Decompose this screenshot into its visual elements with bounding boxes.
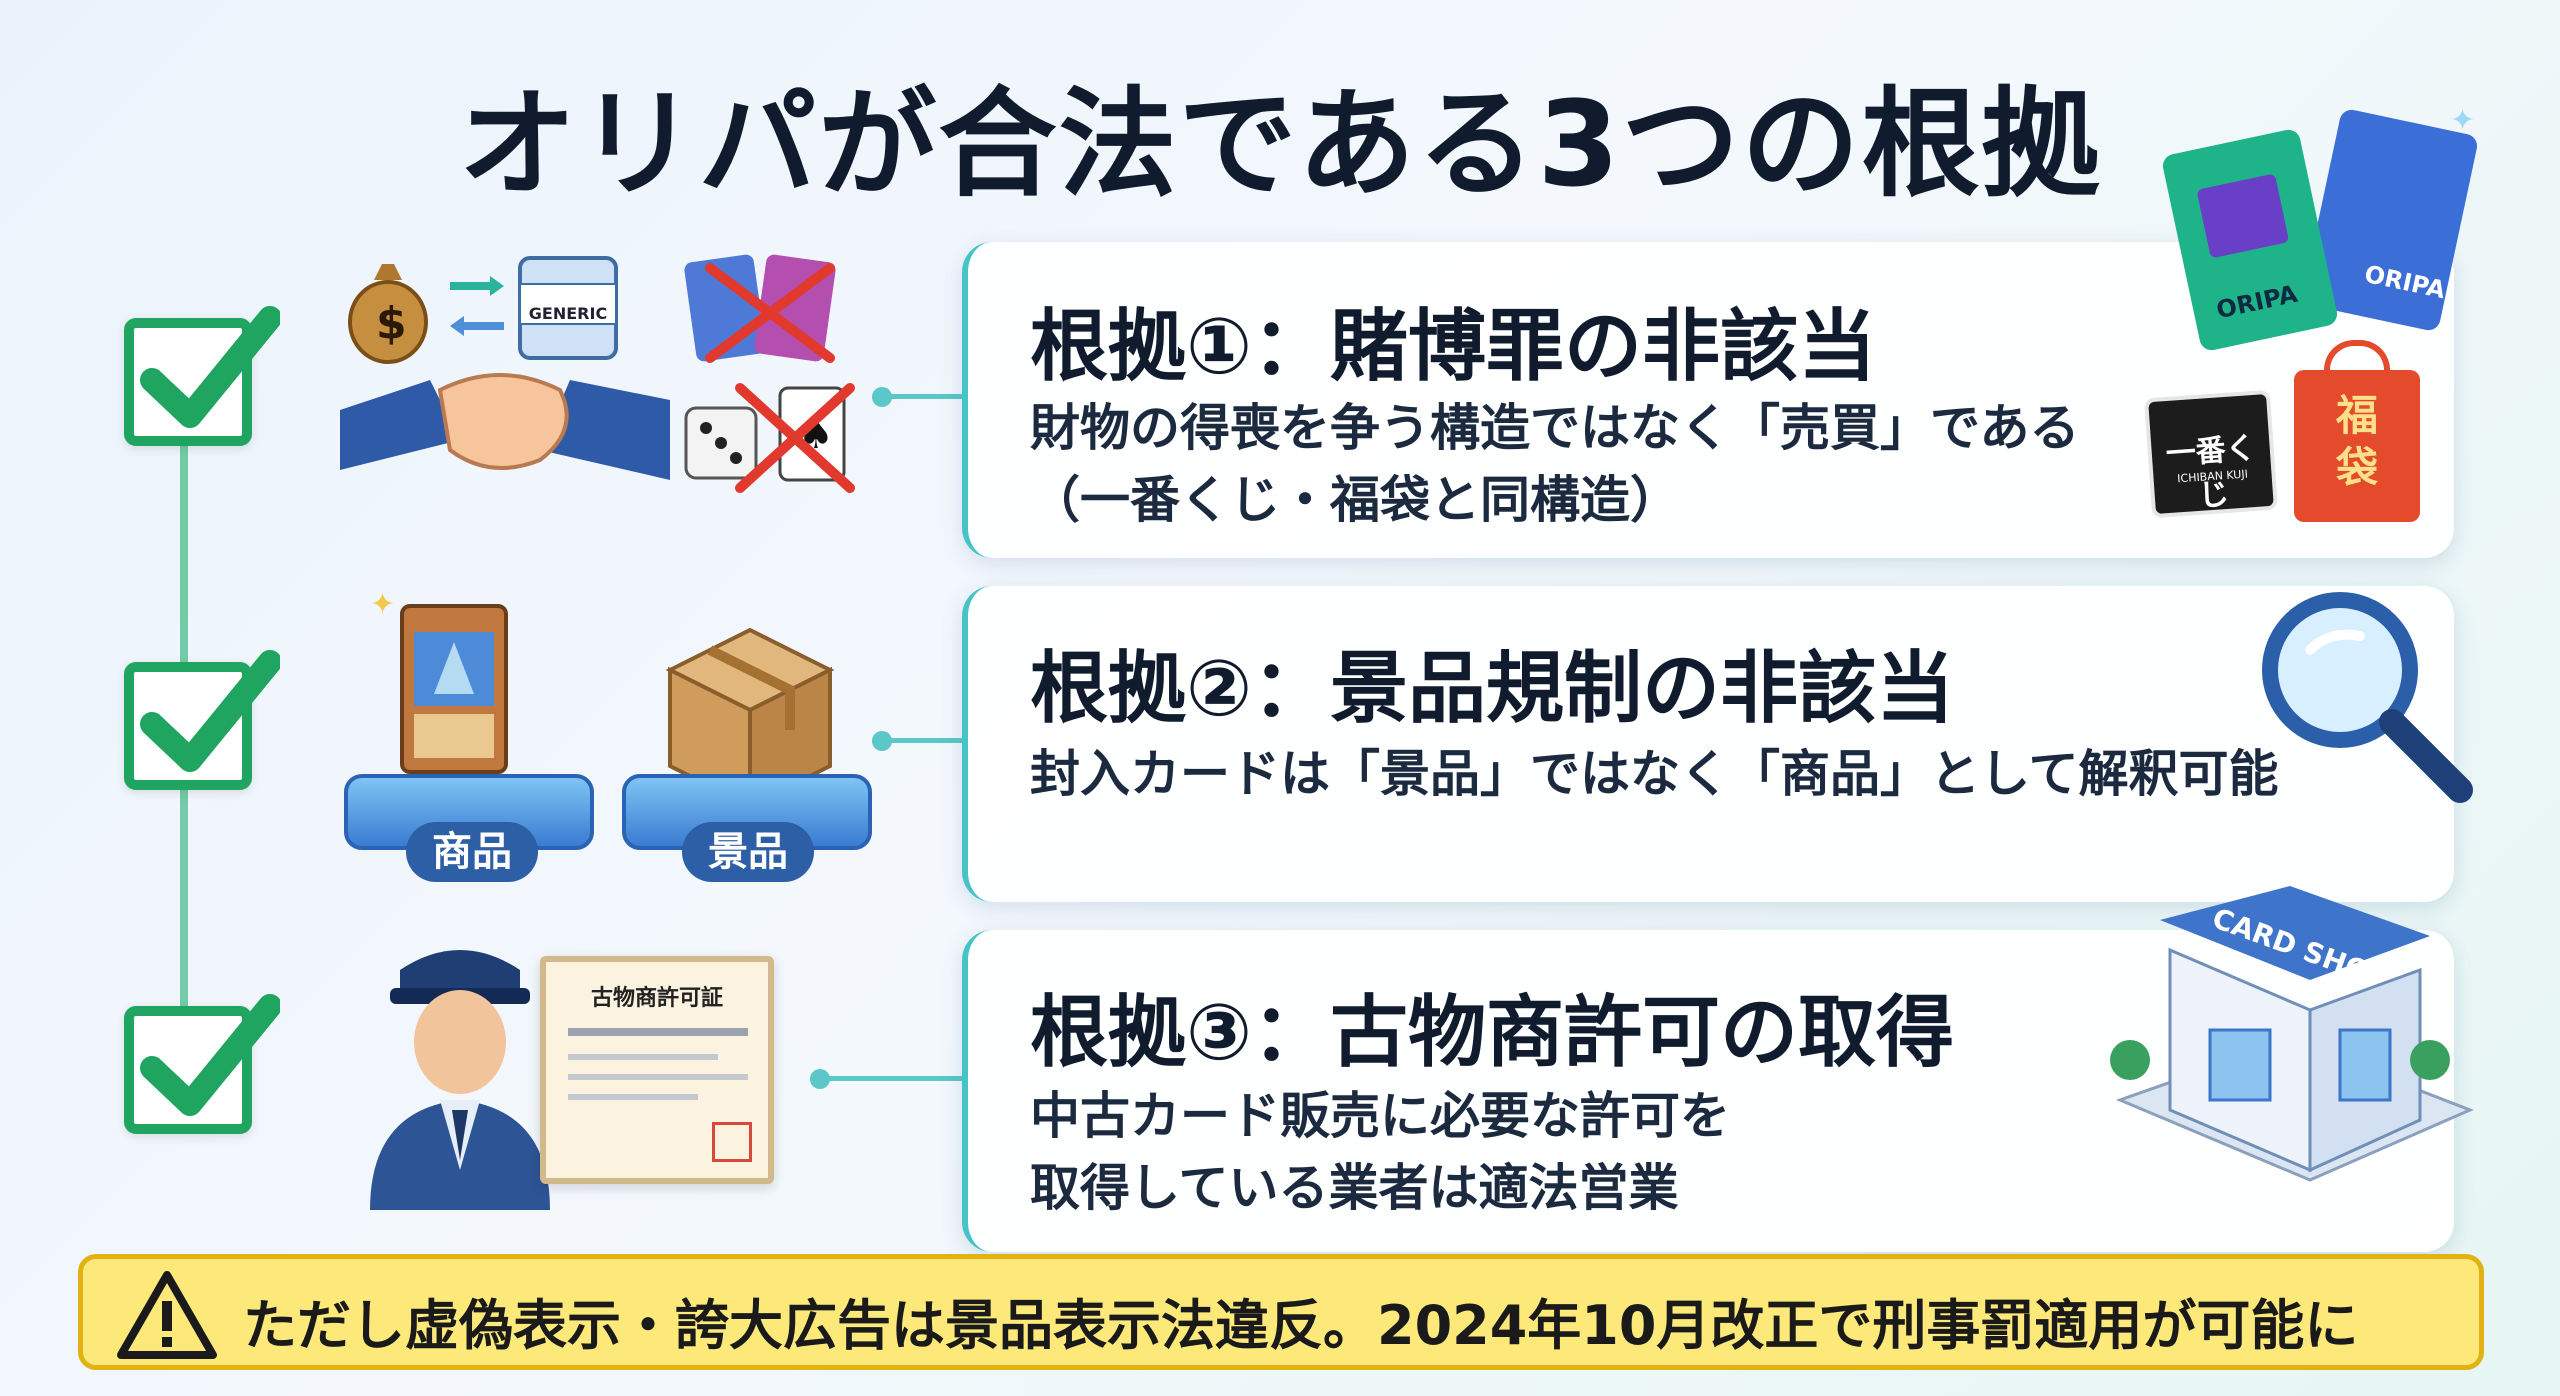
cardboard-box-icon <box>640 610 860 824</box>
oripa-packs-icon: ✦ ORIPA ORIPA <box>2150 100 2490 364</box>
reason-card-2: 根拠②：景品規制の非該当 封入カードは「景品」ではなく「商品」として解釈可能 <box>962 586 2454 902</box>
officer-icon <box>360 930 560 1214</box>
svg-text:✦: ✦ <box>2450 103 2475 138</box>
connector-line <box>818 1076 966 1081</box>
connector-line <box>880 738 966 743</box>
reason-3-heading: 根拠③：古物商許可の取得 <box>1030 988 1955 1078</box>
page-title: オリパが合法である3つの根拠 <box>458 75 2102 213</box>
reason-2-text: 封入カードは「景品」ではなく「商品」として解釈可能 <box>1030 745 2279 803</box>
trading-card-icon: ✦ <box>362 586 532 800</box>
reason-1-text: 財物の得喪を争う構造ではなく「売買」である （一番くじ・福袋と同構造） <box>1030 399 2080 529</box>
connector-dot <box>872 387 892 407</box>
trade-illustration: $ GENERIC <box>340 240 670 504</box>
svg-text:$: $ <box>376 298 407 349</box>
check-icon <box>124 650 280 790</box>
svg-text:✦: ✦ <box>370 587 395 622</box>
fukubukuro-bag-icon: 福袋 <box>2294 340 2420 522</box>
product-label: 商品 <box>406 822 538 882</box>
warning-text: ただし虚偽表示・誇大広告は景品表示法違反。2024年10月改正で刑事罰適用が可能… <box>243 1294 2359 1357</box>
warning-icon <box>117 1271 217 1359</box>
prize-label: 景品 <box>682 822 814 882</box>
connector-line <box>880 394 966 399</box>
license-title: 古物商許可証 <box>590 986 723 1011</box>
magnifier-icon <box>2250 580 2480 814</box>
connector-dot <box>810 1069 830 1089</box>
check-icon <box>124 306 280 446</box>
generic-label: GENERIC <box>528 304 608 323</box>
license-certificate: 古物商許可証 <box>540 956 774 1184</box>
ichiban-kuji-logo: 一番くじ ICHIBAN KUJI <box>2143 389 2279 519</box>
reason-1-heading: 根拠①：賭博罪の非該当 <box>1030 302 1877 392</box>
seal-icon <box>712 1122 752 1162</box>
connector-dot <box>872 731 892 751</box>
warning-banner: ただし虚偽表示・誇大広告は景品表示法違反。2024年10月改正で刑事罰適用が可能… <box>78 1254 2484 1370</box>
check-icon <box>124 994 280 1134</box>
card-shop-icon: CARD SHOP <box>2050 880 2480 1244</box>
reason-3-text: 中古カード販売に必要な許可を 取得している業者は適法営業 <box>1030 1087 1730 1217</box>
fukubukuro-label: 福袋 <box>2335 391 2378 492</box>
reason-2-heading: 根拠②：景品規制の非該当 <box>1030 644 1955 734</box>
no-gambling-illustration: ♠ <box>680 248 870 512</box>
